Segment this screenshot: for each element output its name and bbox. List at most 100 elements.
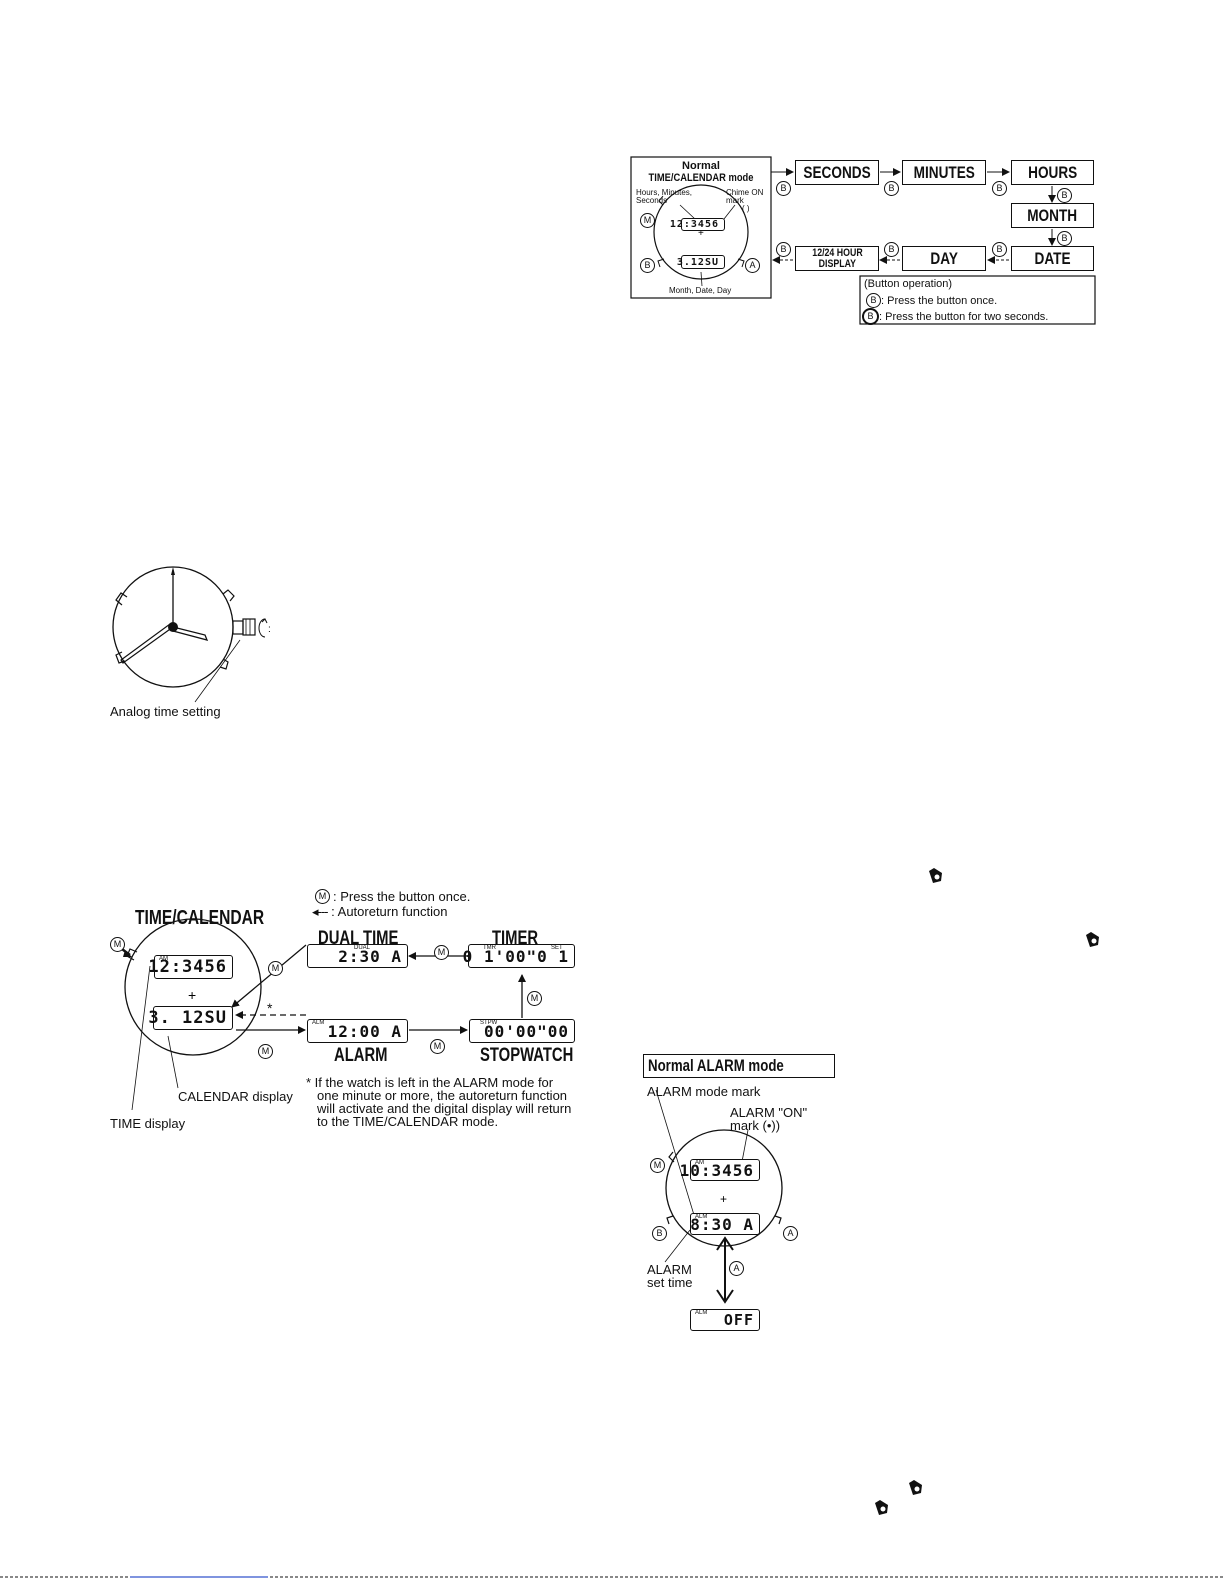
b-icon: B bbox=[862, 308, 879, 325]
autoreturn-note: * If the watch is left in the ALARM mode… bbox=[306, 1076, 571, 1128]
alarm-tag: ALM bbox=[312, 1020, 325, 1026]
step-month: MONTH bbox=[1011, 203, 1094, 228]
bell-icon bbox=[1084, 932, 1102, 953]
panel-title: Normal TIME/CALENDAR mode bbox=[631, 160, 771, 184]
a-icon: A bbox=[729, 1261, 744, 1276]
chime-label: Chime ON mark ( ) bbox=[726, 189, 763, 213]
setting-calendar-value: 3.12SU bbox=[676, 256, 719, 268]
step-minutes-label: MINUTES bbox=[913, 162, 975, 182]
alarm-set-time-line2: set time bbox=[647, 1275, 693, 1290]
stopwatch-value: 00'00"00 bbox=[483, 1021, 569, 1041]
autoreturn-asterisk: * bbox=[267, 1000, 273, 1016]
alarm-set-tag: ALM bbox=[695, 1214, 708, 1220]
button-legend-frame bbox=[859, 275, 1096, 325]
b-icon: B bbox=[776, 242, 791, 257]
b-icon: B bbox=[776, 181, 791, 196]
b-icon: B bbox=[866, 293, 881, 308]
timer-tag: TMR bbox=[483, 945, 496, 951]
legend-once-row: B : Press the button once. bbox=[866, 293, 997, 308]
alarm-lcd: ALM 12:00 A bbox=[307, 1019, 408, 1043]
svg-text:+: + bbox=[720, 1192, 727, 1206]
note-line-1: * If the watch is left in the ALARM mode… bbox=[306, 1075, 554, 1090]
alarm-on-mark-line2: mark (•)) bbox=[730, 1118, 781, 1133]
m-icon: M bbox=[527, 991, 542, 1006]
m-icon: M bbox=[258, 1044, 273, 1059]
step-day-label: DAY bbox=[930, 248, 958, 268]
setting-calendar-lcd: 3.12SU bbox=[677, 255, 725, 269]
button-m-label: M bbox=[640, 213, 655, 228]
svg-text:+: + bbox=[188, 987, 196, 1003]
alarm-value: 12:00 A bbox=[327, 1021, 402, 1041]
alarm-mode-mark-label: ALARM mode mark bbox=[647, 1084, 761, 1099]
alarm-set-time-line1: ALARM bbox=[647, 1262, 692, 1277]
step-minutes: MINUTES bbox=[902, 160, 986, 185]
mode-alarm-title: ALARM bbox=[334, 1045, 388, 1066]
b-icon: B bbox=[884, 181, 899, 196]
step-date: DATE bbox=[1011, 246, 1094, 271]
dual-time-value: 2:30 A bbox=[338, 946, 402, 966]
alarm-watch-time-tag: AM bbox=[695, 1160, 704, 1166]
button-a-label: A bbox=[745, 258, 760, 273]
hms-label-line1: Hours, Minutes, bbox=[636, 188, 693, 197]
dual-time-lcd: DUAL 2:30 A bbox=[307, 944, 408, 968]
b-icon: B bbox=[1057, 188, 1072, 203]
alarm-set-lcd: ALM 8:30 A bbox=[690, 1213, 760, 1235]
step-seconds: SECONDS bbox=[795, 160, 879, 185]
alarm-off-value: OFF bbox=[723, 1311, 754, 1329]
tc-time-lcd: AM 12:3456 bbox=[148, 955, 233, 979]
legend-once-text: : Press the button once. bbox=[881, 294, 998, 307]
analog-caption: Analog time setting bbox=[110, 704, 221, 719]
legend-two-text: : Press the button for two seconds. bbox=[879, 310, 1049, 323]
modes-legend-press-text: : Press the button once. bbox=[333, 889, 471, 904]
note-line-4: to the TIME/CALENDAR mode. bbox=[317, 1114, 499, 1129]
chime-label-line3: ( ) bbox=[742, 204, 750, 213]
alarm-on-mark-label: ALARM "ON" mark (•)) bbox=[730, 1106, 807, 1132]
legend-title: (Button operation) bbox=[864, 278, 953, 290]
bell-icon bbox=[873, 1500, 891, 1521]
step-hours: HOURS bbox=[1011, 160, 1094, 185]
step-seconds-label: SECONDS bbox=[803, 162, 871, 182]
bell-icon bbox=[927, 868, 945, 889]
note-line-3: will activate and the digital display wi… bbox=[317, 1101, 572, 1116]
time-calendar-panel-frame bbox=[630, 156, 772, 299]
alarm-watch-time-lcd: AM 10:3456 bbox=[680, 1159, 760, 1181]
modes-legend-autoreturn: ◂--- : Autoreturn function bbox=[312, 904, 448, 920]
a-icon: A bbox=[783, 1226, 798, 1241]
modes-legend-autoreturn-text: : Autoreturn function bbox=[331, 904, 448, 919]
panel-title-line1: Normal bbox=[682, 160, 720, 172]
b-icon: B bbox=[884, 242, 899, 257]
stopwatch-tag: STPW bbox=[480, 1020, 498, 1026]
mode-timer-title: TIMER bbox=[492, 928, 539, 949]
alarm-watch-time-value: 10:3456 bbox=[679, 1160, 754, 1180]
stopwatch-lcd: STPW 00'00"00 bbox=[469, 1019, 575, 1043]
chime-label-line1: Chime ON bbox=[726, 188, 764, 197]
step-day: DAY bbox=[902, 246, 986, 271]
svg-text::: : bbox=[268, 624, 271, 635]
timer-set-tag: SET bbox=[551, 945, 563, 951]
step-12-24-line1: 12/24 HOUR bbox=[811, 246, 863, 259]
timer-value: 0 1'00"0 1 bbox=[462, 946, 569, 966]
m-icon: M bbox=[268, 961, 283, 976]
mode-watch-case bbox=[124, 918, 262, 1056]
tc-time-tag: AM bbox=[159, 956, 168, 962]
note-line-2: one minute or more, the autoreturn funct… bbox=[317, 1088, 568, 1103]
alarm-off-tag: ALM bbox=[695, 1310, 708, 1316]
tc-calendar-lcd: 3. 12SU bbox=[148, 1006, 233, 1030]
alarm-mode-title-box: Normal ALARM mode bbox=[643, 1054, 835, 1078]
dual-time-tag: DUAL bbox=[354, 945, 371, 951]
step-12-24-line2: DISPLAY bbox=[818, 257, 856, 270]
dashed-arrow-icon: ◂--- bbox=[312, 904, 328, 919]
bell-icon bbox=[907, 1480, 925, 1501]
m-icon: M bbox=[110, 937, 125, 952]
m-icon: M bbox=[650, 1158, 665, 1173]
modes-legend-press: M : Press the button once. bbox=[315, 889, 470, 904]
m-icon: M bbox=[434, 945, 449, 960]
tc-calendar-value: 3. 12SU bbox=[148, 1008, 227, 1028]
alarm-set-time-label: ALARM set time bbox=[647, 1263, 693, 1289]
alarm-off-lcd: ALM OFF bbox=[690, 1309, 760, 1331]
alarm-mode-title: Normal ALARM mode bbox=[648, 1056, 784, 1075]
mode-stopwatch-title: STOPWATCH bbox=[480, 1045, 574, 1066]
hms-label-line2: Seconds bbox=[636, 196, 668, 205]
setting-watch-case bbox=[653, 184, 749, 280]
